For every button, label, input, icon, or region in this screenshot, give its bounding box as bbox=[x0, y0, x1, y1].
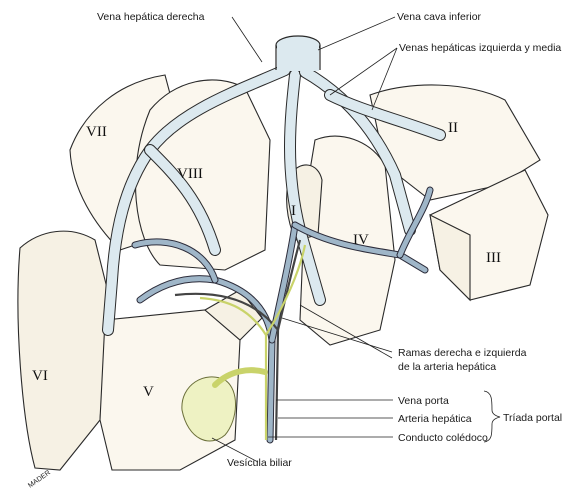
label-ramas-arteria-line1: Ramas derecha e izquierda bbox=[398, 347, 527, 359]
segment-i-label: I bbox=[291, 203, 296, 219]
label-conducto-coledoco: Conducto colédoco bbox=[398, 432, 488, 444]
label-vena-hepatica-derecha: Vena hepática derecha bbox=[97, 11, 205, 23]
segment-v-label: V bbox=[143, 384, 154, 400]
segment-iii-label: III bbox=[486, 250, 501, 266]
label-vena-cava-inferior: Vena cava inferior bbox=[397, 11, 482, 23]
label-arteria-hepatica: Arteria hepática bbox=[398, 413, 472, 425]
segment-vii-label: VII bbox=[86, 124, 107, 140]
segment-vi-label: VI bbox=[32, 368, 48, 384]
label-vena-porta: Vena porta bbox=[398, 395, 449, 407]
label-triada-portal: Tríada portal bbox=[503, 412, 562, 424]
segment-ii-label: II bbox=[448, 120, 458, 136]
segment-vi-shape bbox=[18, 231, 110, 470]
label-ramas-arteria-line2: de la arteria hepática bbox=[398, 361, 496, 373]
segment-iv-label: IV bbox=[353, 232, 369, 248]
segment-viii-label: VIII bbox=[177, 166, 203, 182]
label-vesicula-biliar: Vesícula biliar bbox=[227, 457, 292, 469]
artist-signature: MADER bbox=[27, 469, 52, 489]
label-venas-hepaticas-izq-media: Venas hepáticas izquierda y media bbox=[399, 42, 561, 54]
